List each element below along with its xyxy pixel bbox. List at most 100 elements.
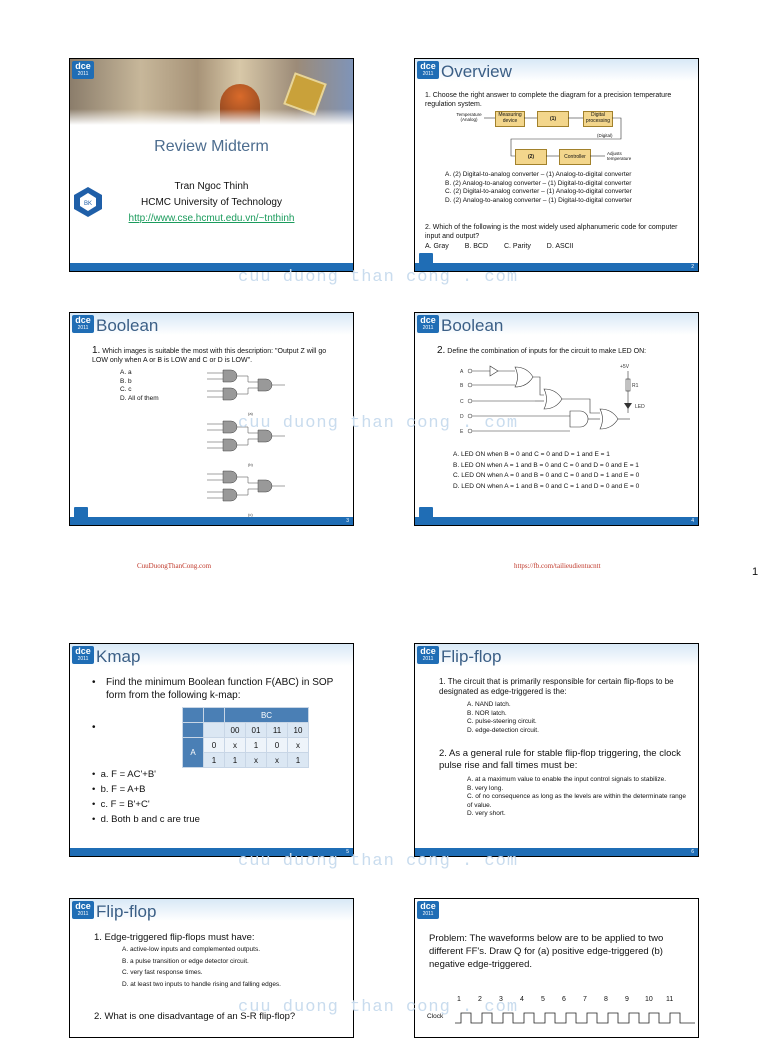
- slide-footer-bar: [70, 263, 353, 271]
- svg-text:BK: BK: [84, 201, 92, 207]
- footer-site-right[interactable]: https://fb.com/tailieudientucntt: [514, 562, 601, 570]
- header-photo-collage: [70, 59, 353, 125]
- slide-footer-bar: 5: [70, 848, 353, 856]
- option[interactable]: • c. F = B'+C': [92, 799, 150, 810]
- led-label: LED: [635, 404, 645, 410]
- slide-title: Boolean: [96, 316, 159, 335]
- option[interactable]: A. NAND latch.: [467, 701, 511, 708]
- organization: HCMC University of Technology: [141, 197, 282, 208]
- option[interactable]: D. very short.: [467, 810, 506, 817]
- slide-footer-bar: 2: [415, 263, 698, 271]
- slide-number: 2: [691, 264, 694, 270]
- slide-number: 6: [691, 849, 694, 855]
- option[interactable]: C. pulse-steering circuit.: [467, 718, 537, 725]
- option[interactable]: C. Parity: [503, 243, 531, 250]
- footer-site-left[interactable]: CuuDuongThanCong.com: [137, 562, 212, 570]
- slide-title: Overview: [441, 62, 512, 81]
- option[interactable]: B. b: [120, 377, 132, 385]
- fig-label-a: (a): [248, 411, 254, 416]
- option[interactable]: B. a pulse transition or edge detector c…: [122, 957, 249, 965]
- option[interactable]: A. at a maximum value to enable the inpu…: [467, 776, 667, 783]
- option[interactable]: C. c: [120, 386, 132, 393]
- question-1: 1. Edge-triggered flip-flops must have:: [94, 932, 255, 943]
- author-name: Tran Ngoc Thinh: [174, 181, 249, 192]
- q2-options: A. LED ON when B = 0 and C = 0 and D = 1…: [453, 451, 698, 491]
- watermark: cuu duong than cong . com: [238, 268, 519, 287]
- controller-block: Controller: [559, 149, 591, 165]
- fig-label-c: (c): [248, 512, 253, 517]
- q2-options: A. Gray B. BCD C. Parity D. ASCII: [425, 243, 574, 250]
- question-2: 2. What is one disadvantage of an S-R fl…: [94, 1011, 296, 1022]
- question-1: 1. Choose the right answer to complete t…: [425, 92, 672, 108]
- option[interactable]: B. (2) Analog-to-analog converter – (1) …: [445, 179, 632, 187]
- q1-options: A. NAND latch. B. NOR latch. C. pulse-st…: [467, 701, 687, 735]
- option[interactable]: C. of no consequence as long as the leve…: [467, 793, 686, 809]
- clock-label: Clock: [427, 1013, 444, 1020]
- option[interactable]: A. a: [120, 369, 132, 376]
- option[interactable]: • b. F = A+B: [92, 784, 146, 795]
- svg-text:A: A: [460, 369, 464, 375]
- option[interactable]: D. (2) Analog-to-analog converter – (1) …: [445, 196, 632, 204]
- option[interactable]: D. All of them: [120, 394, 159, 402]
- question-2: 2. As a general rule for stable flip-flo…: [439, 748, 681, 771]
- watermark: cuu duong than cong . com: [238, 998, 519, 1017]
- option[interactable]: A. LED ON when B = 0 and C = 0 and D = 1…: [453, 451, 610, 458]
- diagram-arrows: [484, 117, 622, 157]
- option[interactable]: D. edge-detection circuit.: [467, 726, 539, 734]
- slide-title: Boolean: [441, 316, 504, 335]
- option[interactable]: B. very long.: [467, 784, 504, 792]
- q1-options: A. (2) Digital-to-analog converter – (1)…: [445, 171, 695, 205]
- clock-waveform: [455, 1012, 695, 1024]
- question-1: 1. Which images is suitable the most wit…: [92, 345, 327, 365]
- option[interactable]: B. NOR latch.: [467, 709, 507, 717]
- measuring-device-block: Measuring device: [495, 111, 525, 127]
- resistor-label: R1: [632, 383, 639, 389]
- slide-footer-bar: 3: [70, 517, 353, 525]
- option[interactable]: A. Gray: [425, 243, 449, 250]
- adjusts-temp-label: Adjusts temperature: [607, 151, 632, 161]
- option[interactable]: D. ASCII: [546, 243, 574, 250]
- slide-footer-bar: 4: [415, 517, 698, 525]
- slide-number: 5: [346, 849, 349, 855]
- option[interactable]: • a. F = AC'+B': [92, 769, 156, 780]
- empty-bullet: •: [92, 722, 96, 733]
- kmap-options: • a. F = AC'+B' • b. F = A+B • c. F = B'…: [92, 767, 200, 827]
- fig-label-b: (b): [248, 462, 254, 467]
- gate-circuits-figure: (a) (b) (c): [207, 369, 285, 517]
- svg-text:B: B: [460, 383, 464, 389]
- block-1: (1): [537, 111, 569, 127]
- option[interactable]: B. LED ON when A = 1 and B = 0 and C = 0…: [453, 461, 639, 469]
- option[interactable]: A. (2) Digital-to-analog converter – (1)…: [445, 171, 632, 178]
- option[interactable]: • d. Both b and c are true: [92, 814, 200, 825]
- homepage-link[interactable]: http://www.cse.hcmut.edu.vn/~tnthinh: [128, 213, 295, 224]
- option[interactable]: C. very fast response times.: [122, 969, 203, 976]
- vcc-label: +5V: [620, 364, 630, 370]
- option[interactable]: A. active-low inputs and complemented ou…: [122, 946, 261, 953]
- kmap-row-var: A: [182, 737, 204, 768]
- q2-options: A. at a maximum value to enable the inpu…: [467, 776, 687, 819]
- question-2: 2. Which of the following is the most wi…: [425, 224, 678, 240]
- option[interactable]: D. LED ON when A = 1 and B = 0 and C = 1…: [453, 482, 640, 490]
- slide-title: Flip-flop: [96, 902, 157, 921]
- slide-title: Review Midterm: [154, 138, 269, 155]
- option[interactable]: C. LED ON when A = 0 and B = 0 and C = 0…: [453, 472, 640, 479]
- option[interactable]: C. (2) Digital-to-analog converter – (1)…: [445, 188, 632, 195]
- svg-text:D: D: [460, 414, 464, 420]
- svg-text:C: C: [460, 399, 464, 405]
- option[interactable]: B. BCD: [464, 243, 489, 250]
- option[interactable]: D. at least two inputs to handle rising …: [122, 980, 281, 988]
- q1-options: A. a B. b C. c D. All of them: [120, 369, 159, 403]
